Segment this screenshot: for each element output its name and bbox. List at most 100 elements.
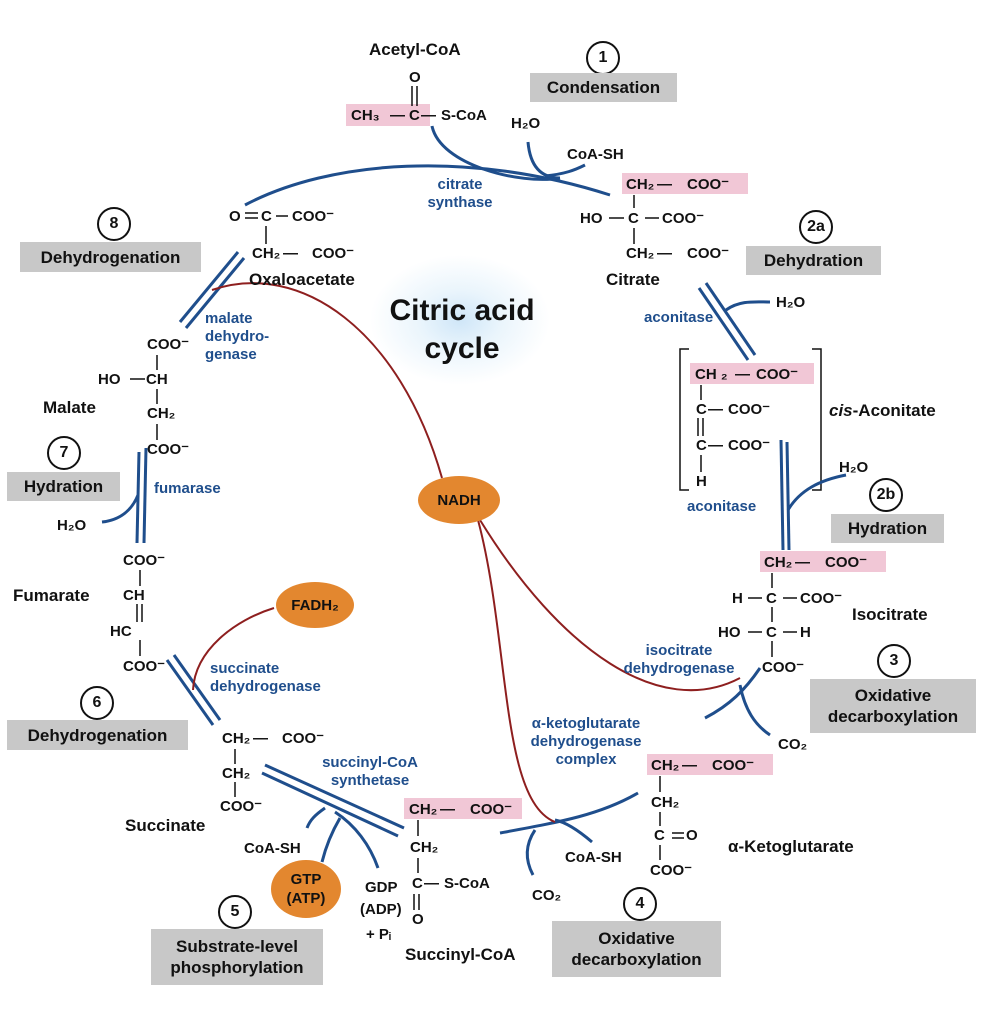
h2o-entry-2b: [786, 473, 847, 511]
mal-coo-1: COO⁻: [147, 336, 190, 353]
step-2b-label: Hydration: [831, 514, 944, 543]
step-3-label-line-2: decarboxylation: [827, 707, 959, 726]
step-3-label-line-1: Oxidative: [854, 686, 932, 705]
enzyme-fumarase: fumarase: [154, 480, 221, 497]
scoa-dash: —: [440, 801, 455, 818]
scoa-c: C: [412, 875, 423, 892]
malate-name: Malate: [43, 398, 96, 417]
aconitase2-arrow-b: [785, 441, 791, 551]
acetyl-highlight: [346, 104, 430, 126]
enzyme-idh-line-2: dehydrogenase: [623, 660, 735, 677]
cis-coo-3: COO⁻: [728, 437, 771, 454]
step-4-label: Oxidative decarboxylation: [552, 921, 721, 977]
acetyl-bond-1: —: [390, 107, 405, 124]
h2o-step1: H₂O: [511, 115, 541, 132]
oaa-coo-2: COO⁻: [312, 245, 355, 262]
cis-dash-2: —: [708, 401, 723, 418]
aconitate-rest: -Aconitate: [852, 401, 936, 420]
enzyme-idh-line-1: isocitrate: [645, 642, 713, 659]
enzyme-mdh-line-2: dehydro-: [205, 328, 270, 345]
step-8-number: 8: [97, 207, 131, 241]
fum-coo-1: COO⁻: [123, 552, 166, 569]
mal-ho: HO: [98, 371, 121, 388]
akg-ch2: CH₂: [651, 757, 680, 774]
bracket-left: [679, 348, 689, 491]
cis-ch2: CH ₂: [695, 366, 728, 383]
cis-dash-3: —: [708, 437, 723, 454]
oaa-c: C: [261, 208, 272, 225]
nadh-red-8: [211, 282, 443, 479]
iso-ch2: CH₂: [764, 554, 793, 571]
aconitase2-arrow-a: [779, 439, 785, 551]
step-6-number: 6: [80, 686, 114, 720]
iso-h-2: H: [800, 624, 811, 641]
enzyme-akgdh-line-3: complex: [555, 751, 617, 768]
enzyme-aconitase-2: aconitase: [687, 498, 757, 515]
cis-h: H: [696, 473, 707, 490]
acetyl-scoa: S-CoA: [441, 107, 487, 124]
scoa-dash-2: —: [424, 875, 439, 892]
step-5-number: 5: [218, 895, 252, 929]
enzyme-citrate-synthase-line-1: citrate: [437, 176, 483, 193]
enzyme-akg-dehydrogenase: α-ketoglutarate dehydrogenase complex: [518, 715, 654, 769]
step-5-label-line-1: Substrate-level: [176, 937, 298, 956]
mal-ch: CH: [146, 371, 168, 388]
akg-ch2-2: CH₂: [651, 794, 680, 811]
step-3-label: Oxidative decarboxylation: [810, 679, 976, 733]
succinyl-coa-highlight: [404, 798, 522, 819]
scs-arrow-b: [261, 771, 399, 838]
akgdh-arrow: [499, 791, 639, 835]
cis-aconitate-name: cis-Aconitate: [829, 401, 936, 421]
cis-c-1: C: [696, 401, 707, 418]
fum-coo-2: COO⁻: [123, 658, 166, 675]
step-5-label-line-2: phosphorylation: [170, 958, 304, 977]
nadh-red-4: [477, 519, 556, 823]
akg-dash: —: [682, 757, 697, 774]
acetyl-ch3: CH₃: [351, 107, 380, 124]
step-2a-number: 2a: [799, 210, 833, 244]
nadh-red-3: [479, 519, 741, 692]
acetyl-o: O: [409, 69, 421, 86]
iso-h: H: [732, 590, 743, 607]
h2o-step7: H₂O: [57, 517, 87, 534]
akg-c: C: [654, 827, 665, 844]
enzyme-citrate-synthase-line-2: synthase: [427, 194, 493, 211]
pi-label: + Pᵢ: [366, 926, 392, 943]
akg-name: α-Ketoglutarate: [728, 837, 854, 856]
acetyl-entry: [430, 125, 561, 181]
aconitase-arrow-a: [704, 282, 757, 356]
scoa-scoa: S-CoA: [444, 875, 490, 892]
step-5-label: Substrate-level phosphorylation: [151, 929, 323, 985]
oaa-ch2: CH₂: [252, 245, 281, 262]
step-4-label-line-1: Oxidative: [598, 929, 675, 948]
enzyme-citrate-synthase: citrate synthase: [410, 176, 510, 212]
step-2a-label: Dehydration: [746, 246, 881, 275]
iso-c-1: C: [766, 590, 777, 607]
fum-ch: CH: [123, 587, 145, 604]
mdh-arrow-b: [184, 257, 246, 329]
fumarate-name: Fumarate: [13, 586, 90, 605]
cis-coo-1: COO⁻: [756, 366, 799, 383]
step-4-label-line-2: decarboxylation: [571, 950, 702, 969]
adp-label: (ADP): [360, 901, 402, 918]
atp-label: (ATP): [286, 890, 326, 907]
h2o-step2a: H₂O: [776, 294, 806, 311]
cis-dash-1: —: [735, 366, 750, 383]
citrate-c: C: [628, 210, 639, 227]
cis-aconitate-highlight: [690, 363, 814, 384]
step-8-label: Dehydrogenation: [20, 242, 201, 272]
h2o-step2b: H₂O: [839, 459, 869, 476]
fadh2-red: [192, 607, 275, 691]
citrate-ch2-2: CH₂: [626, 245, 655, 262]
gdp-label: GDP: [365, 879, 398, 896]
succ-ch2-2: CH₂: [222, 765, 251, 782]
step-7-label: Hydration: [7, 472, 120, 501]
nadh-oval: NADH: [418, 476, 500, 524]
oxaloacetate-name: Oxaloacetate: [249, 270, 355, 289]
enzyme-mdh-line-1: malate: [205, 310, 253, 327]
diagram-title: Citric acid cycle: [372, 292, 552, 368]
h2o-entry-7: [101, 494, 140, 524]
coash-step4: CoA-SH: [565, 849, 622, 866]
h2o-entry-1: [526, 141, 561, 180]
step-7-number: 7: [47, 436, 81, 470]
